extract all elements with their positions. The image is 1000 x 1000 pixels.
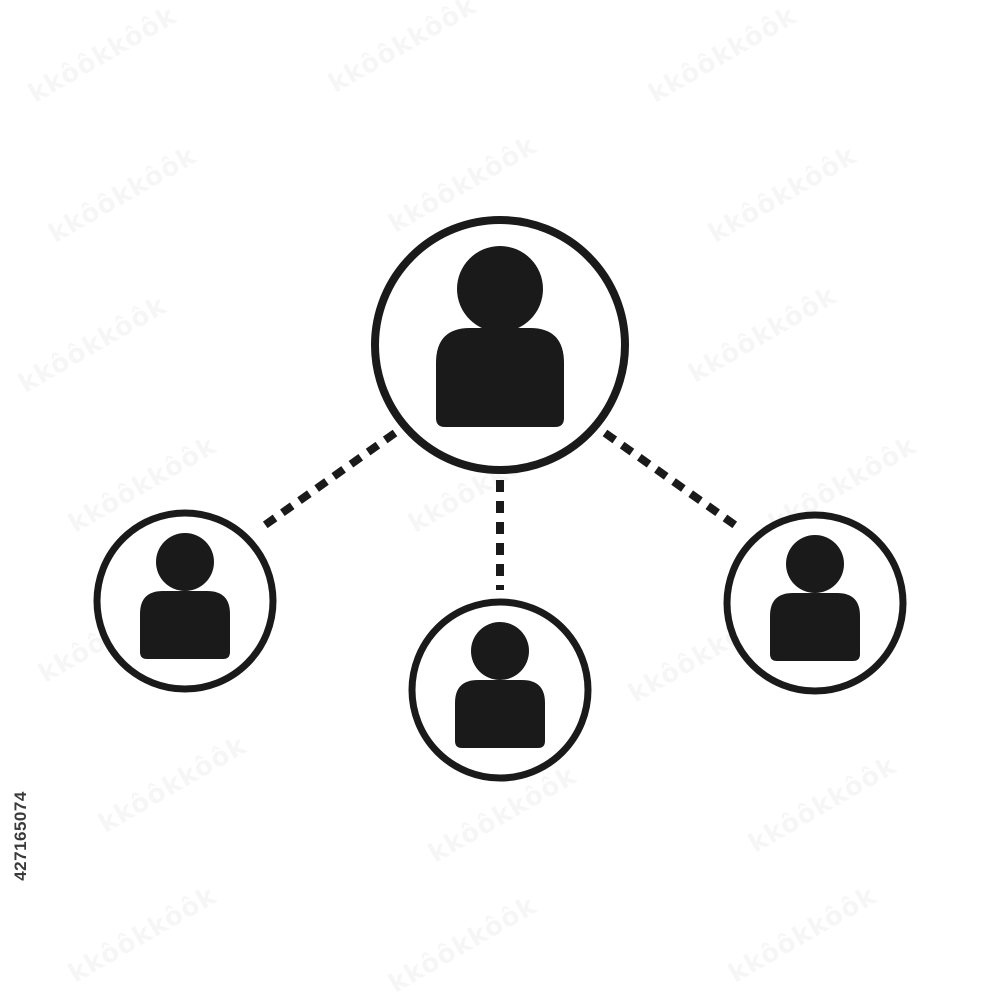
- connector-left: [255, 429, 398, 534]
- user-icon: [770, 535, 860, 661]
- stock-image-id: 427165074: [7, 766, 35, 906]
- connector-right: [602, 429, 745, 534]
- bottom-person-node: [408, 598, 592, 782]
- user-icon: [455, 622, 545, 748]
- user-icon: [140, 533, 230, 659]
- user-icon: [436, 246, 564, 427]
- center-person-node: [371, 216, 629, 474]
- left-person-node: [93, 509, 277, 693]
- right-person-node: [723, 511, 907, 695]
- stock-image-id-text: 427165074: [11, 791, 30, 881]
